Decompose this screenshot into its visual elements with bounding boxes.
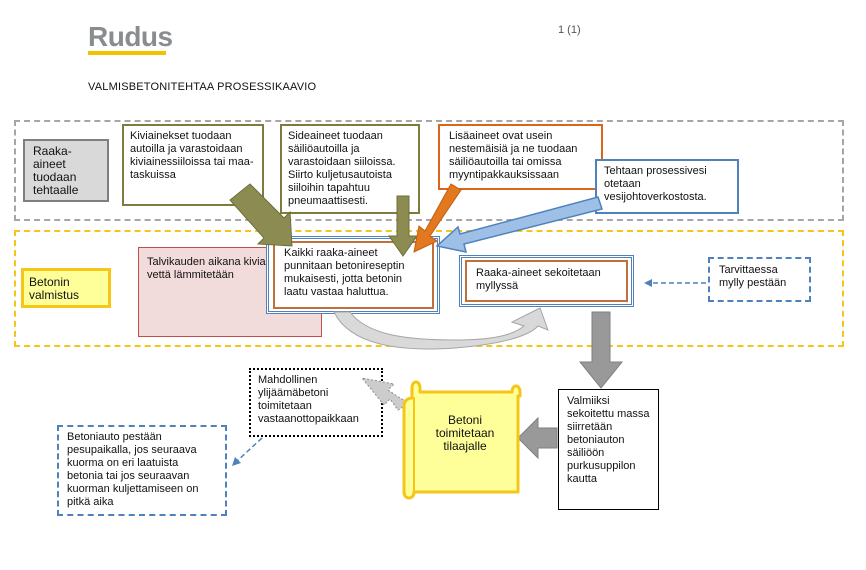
raw-materials-lane [14,120,844,221]
transfer-to-delivery-arrow [517,416,558,460]
weighing-step: Kaikki raaka-aineet punnitaan betonirese… [273,241,434,309]
transfer-step: Valmiiksi sekoitettu massa siirretään be… [558,389,659,510]
leftover-concrete-step: Mahdollinen ylijäämäbetoni toimitetaan v… [249,368,383,437]
admixtures-to-weighing-arrow [413,183,462,253]
binders-to-weighing-arrow [388,195,418,257]
leftover-to-truck-wash-arrow [232,437,263,466]
page-title: VALMISBETONITEHTAA PROSESSIKAAVIO [88,81,317,93]
admixtures-step: Lisäaineet ovat usein nestemäisiä ja ne … [438,124,603,190]
mixing-to-transfer-arrow [578,311,624,389]
water-step: Tehtaan prosessivesi otetaan vesijohtove… [595,159,739,214]
production-lane-label: Betonin valmistus [21,268,111,308]
logo-underline [88,51,166,55]
mill-wash-step: Tarvittaessa mylly pestään [708,257,811,302]
delivery-step: Betoni toimitetaan tilaajalle [435,413,495,453]
delivery-to-leftover-arrow [360,377,412,411]
aggregates-to-weighing-arrow [229,183,293,247]
water-to-weighing-arrow [435,196,603,253]
binders-step: Sideaineet tuodaan säiliöautoilla ja var… [280,124,420,214]
page-number: 1 (1) [558,24,581,36]
weighing-to-mixing-arrow [333,307,549,350]
truck-wash-step: Betoniauto pestään pesupaikalla, jos seu… [57,425,227,516]
rudus-logo: Rudus [88,21,173,52]
mill-wash-to-mixing-arrow [644,279,706,287]
raw-materials-lane-label: Raaka-aineet tuodaan tehtaalle [23,139,109,202]
delivery-scroll-shape [402,380,522,500]
mixing-step: Raaka-aineet sekoitetaan myllyssä [465,260,628,302]
